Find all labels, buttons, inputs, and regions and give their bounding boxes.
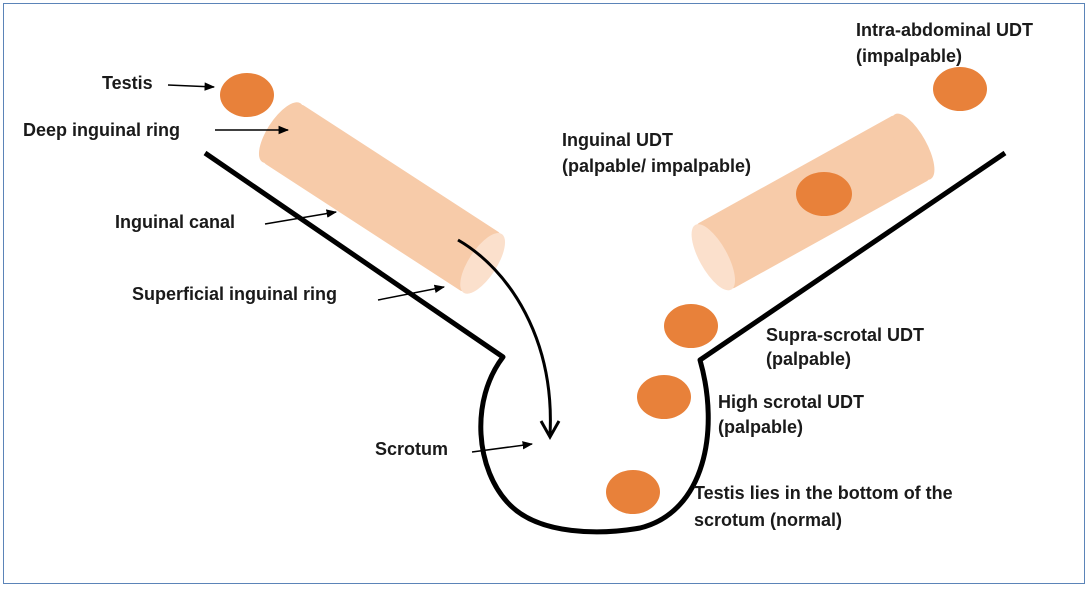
- label-intra-abdominal-note: (impalpable): [856, 46, 962, 66]
- left-canal-superficial-end: [460, 233, 506, 294]
- arrow-scrotum: [471, 441, 534, 453]
- right-canal-deep-end: [890, 113, 935, 180]
- arrow-testis: [167, 82, 216, 91]
- label-intra-abdominal-udt: Intra-abdominal UDT: [856, 20, 1033, 40]
- left-inguinal-canal: [258, 102, 506, 294]
- label-normal-position-note: scrotum (normal): [694, 510, 842, 530]
- label-high-scrotal-udt-note: (palpable): [718, 417, 803, 437]
- label-scrotum: Scrotum: [375, 439, 448, 459]
- descent-arrow: [457, 238, 552, 436]
- label-high-scrotal-udt: High scrotal UDT: [718, 392, 864, 412]
- testis-normal: [606, 470, 660, 514]
- right-canal-superficial-end: [691, 224, 736, 291]
- label-inguinal-udt-note: (palpable/ impalpable): [562, 156, 751, 176]
- descent-arrow-head: [539, 420, 561, 441]
- figure-frame: [3, 3, 1085, 584]
- label-deep-inguinal-ring: Deep inguinal ring: [23, 120, 180, 140]
- label-inguinal-udt: Inguinal UDT: [562, 130, 673, 150]
- testis-high-scrotal: [637, 375, 691, 419]
- label-normal-position: Testis lies in the bottom of the: [694, 483, 953, 503]
- arrow-superficial-ring: [377, 284, 446, 301]
- scrotum-outline: [203, 150, 1007, 535]
- testis-left-reference: [220, 73, 274, 117]
- testis-intra-abdominal: [933, 67, 987, 111]
- label-suprascrotal-udt: Supra-scrotal UDT: [766, 325, 924, 345]
- label-suprascrotal-udt-note: (palpable): [766, 349, 851, 369]
- testis-suprascrotal: [664, 304, 718, 348]
- label-superficial-inguinal-ring: Superficial inguinal ring: [132, 284, 337, 304]
- label-testis: Testis: [102, 73, 153, 93]
- arrow-inguinal-canal: [264, 209, 338, 225]
- left-canal-body: [263, 104, 501, 292]
- testis-inguinal: [796, 172, 852, 216]
- label-inguinal-canal: Inguinal canal: [115, 212, 235, 232]
